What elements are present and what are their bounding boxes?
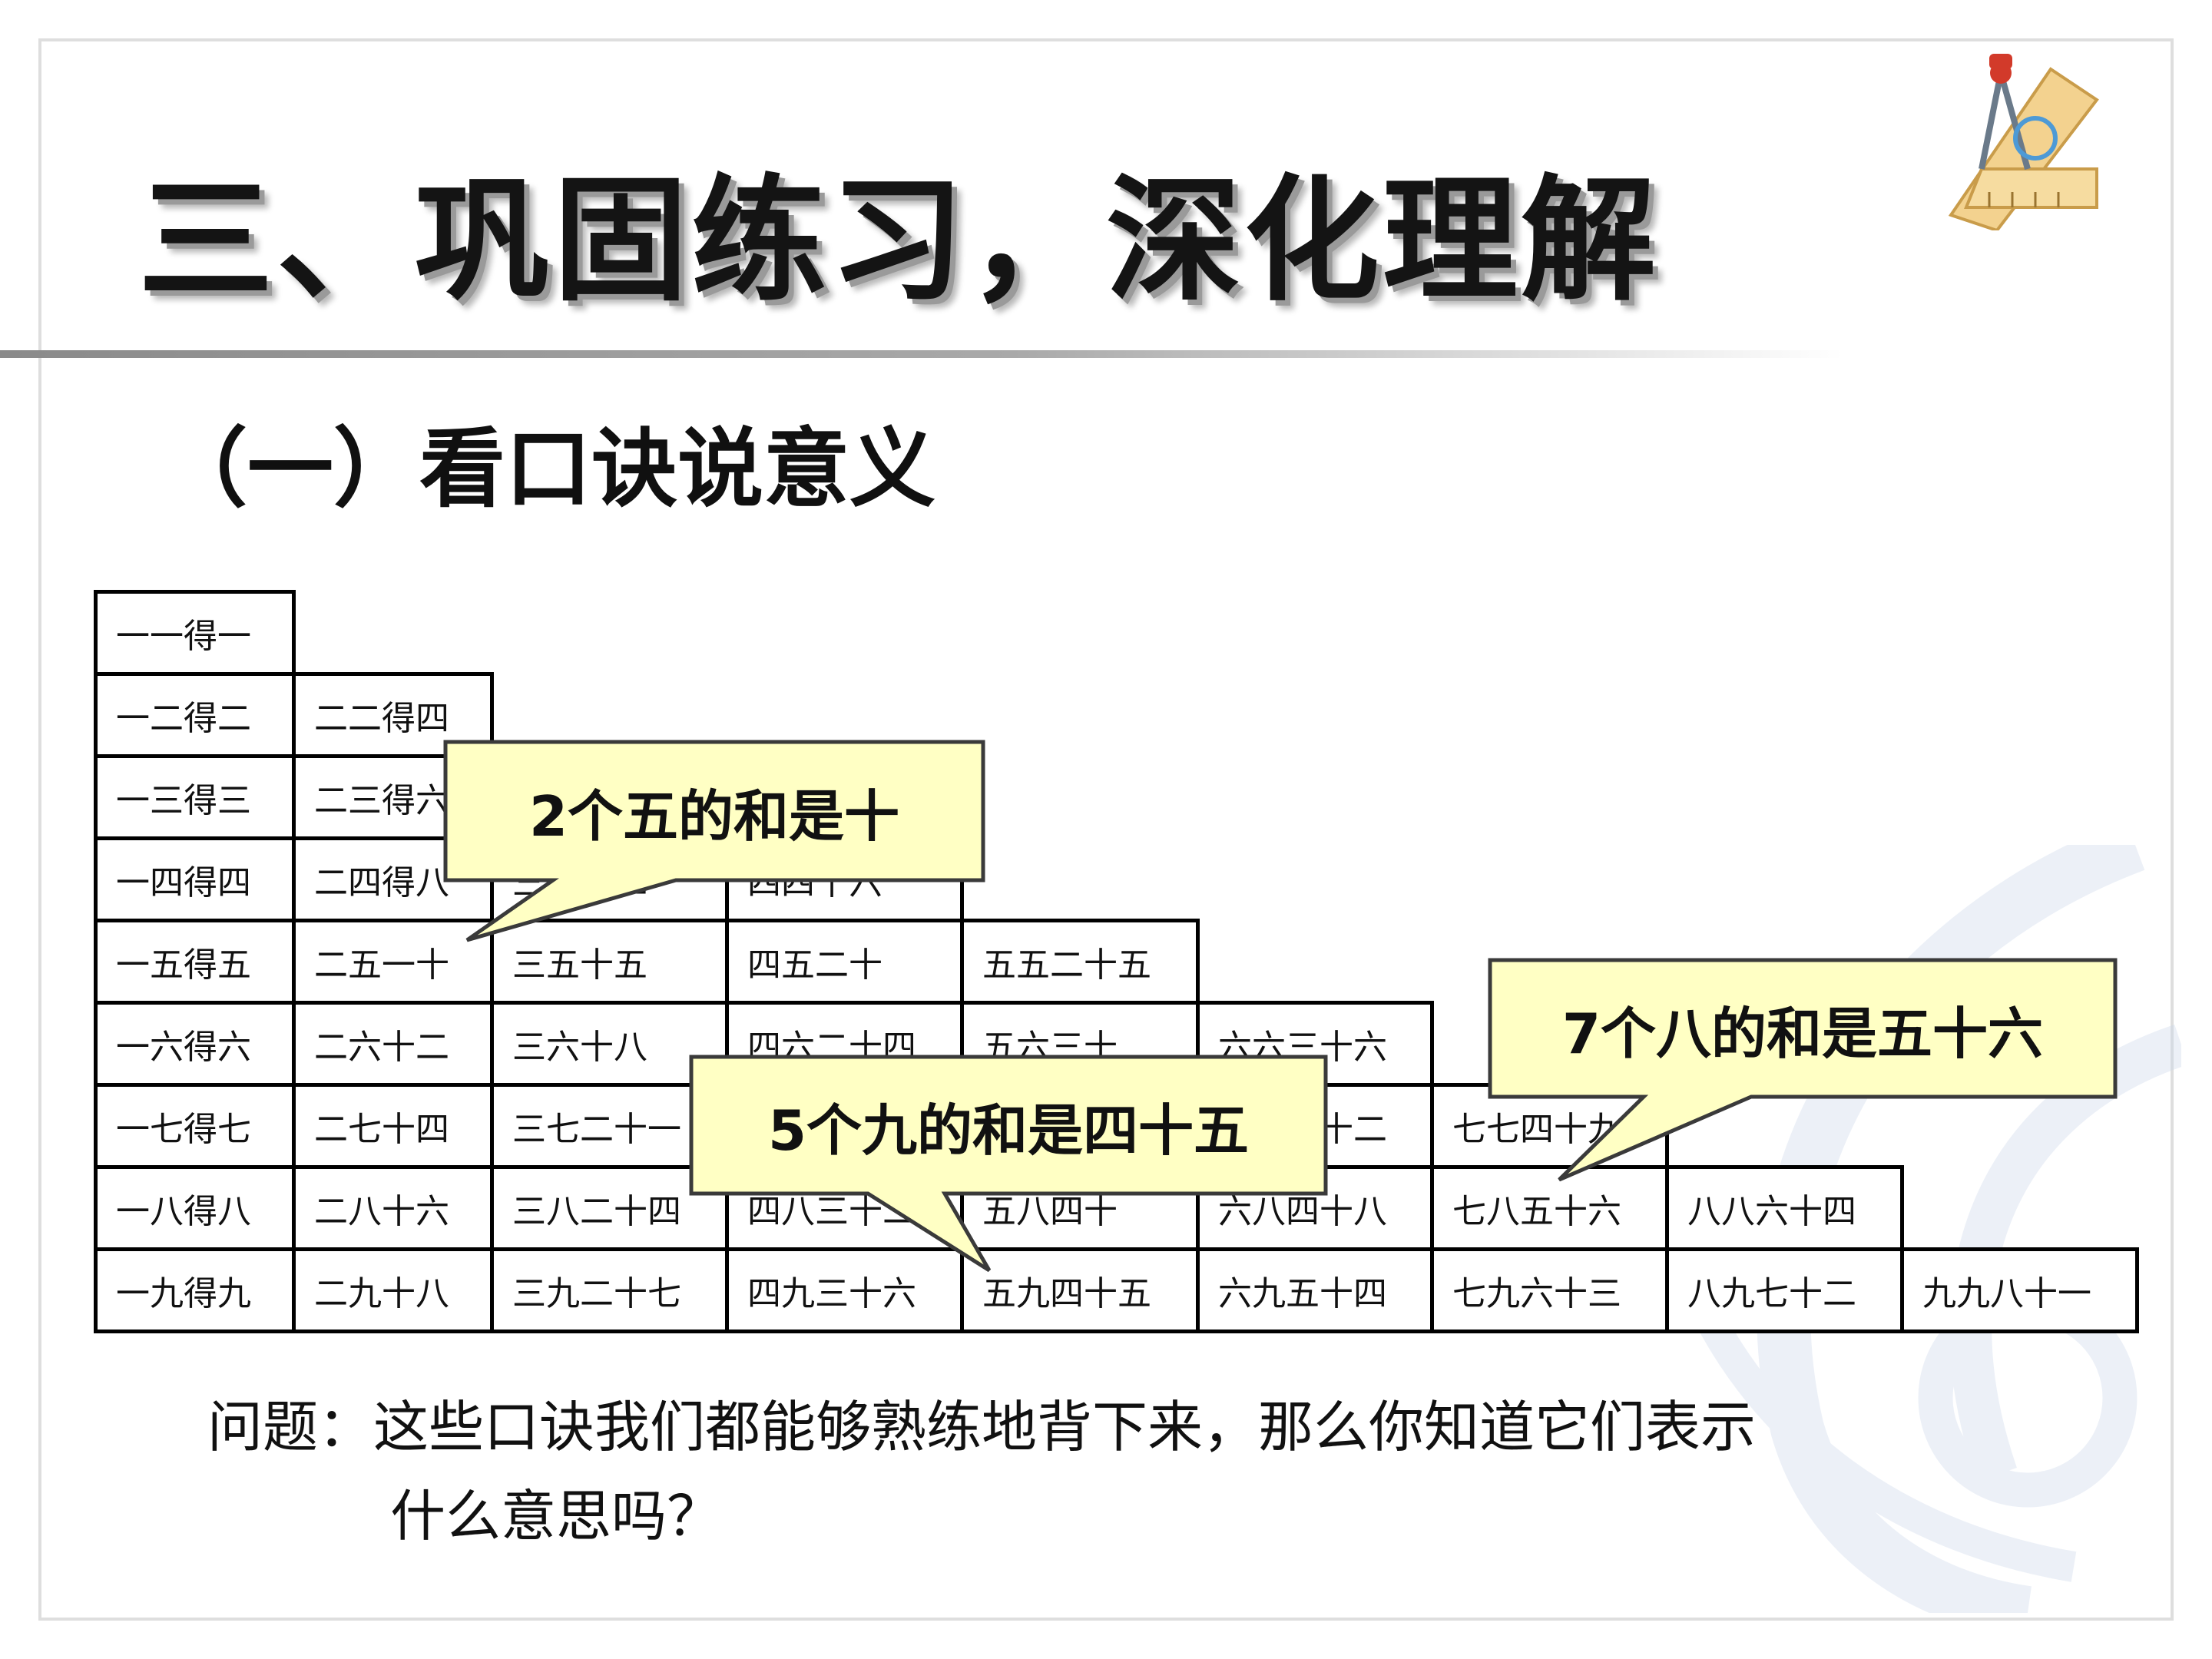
callout-text: 7个八的和是五十六: [1561, 1001, 2044, 1066]
title-divider: [0, 350, 1843, 358]
callout-text: 5个九的和是四十五: [767, 1098, 1250, 1163]
slide-title: 三、巩固练习，深化理解: [138, 162, 1660, 320]
table-cell: 一三得三: [94, 754, 296, 840]
callout-text: 2个五的和是十: [528, 783, 900, 849]
question-line: 问题：这些口诀我们都能够熟练地背下来，那么你知道它们表示: [207, 1395, 1757, 1459]
table-cell: 三九二十七: [490, 1247, 729, 1333]
table-cell: 二八十六: [292, 1165, 494, 1251]
table-cell: 九九八十一: [1900, 1247, 2139, 1333]
table-cell: 一八得八: [94, 1165, 296, 1251]
compass-ruler-icon: [1948, 54, 2099, 230]
table-cell: 八九七十二: [1665, 1247, 1904, 1333]
table-cell: 三六十八: [490, 1001, 729, 1087]
question-line: 什么意思吗？: [390, 1484, 723, 1548]
table-cell: 四九三十六: [725, 1247, 964, 1333]
question-text: 问题：这些口诀我们都能够熟练地背下来，那么你知道它们表示 什么意思吗？: [207, 1382, 2035, 1561]
table-cell: 一七得七: [94, 1083, 296, 1169]
table-cell: 二七十四: [292, 1083, 494, 1169]
callout-bubble: [689, 1055, 1328, 1273]
callout-bubble: [1488, 958, 2118, 1182]
slide-frame: [38, 38, 2174, 1621]
section-subtitle: （一）看口诀说意义: [161, 419, 935, 519]
table-cell: 一一得一: [94, 590, 296, 676]
table-cell: 二九十八: [292, 1247, 494, 1333]
table-cell: 六九五十四: [1196, 1247, 1434, 1333]
callout-bubble: [443, 740, 985, 942]
table-cell: 一四得四: [94, 836, 296, 922]
table-cell: 五九四十五: [960, 1247, 1200, 1333]
table-cell: 一九得九: [94, 1247, 296, 1333]
table-cell: 一二得二: [94, 672, 296, 758]
